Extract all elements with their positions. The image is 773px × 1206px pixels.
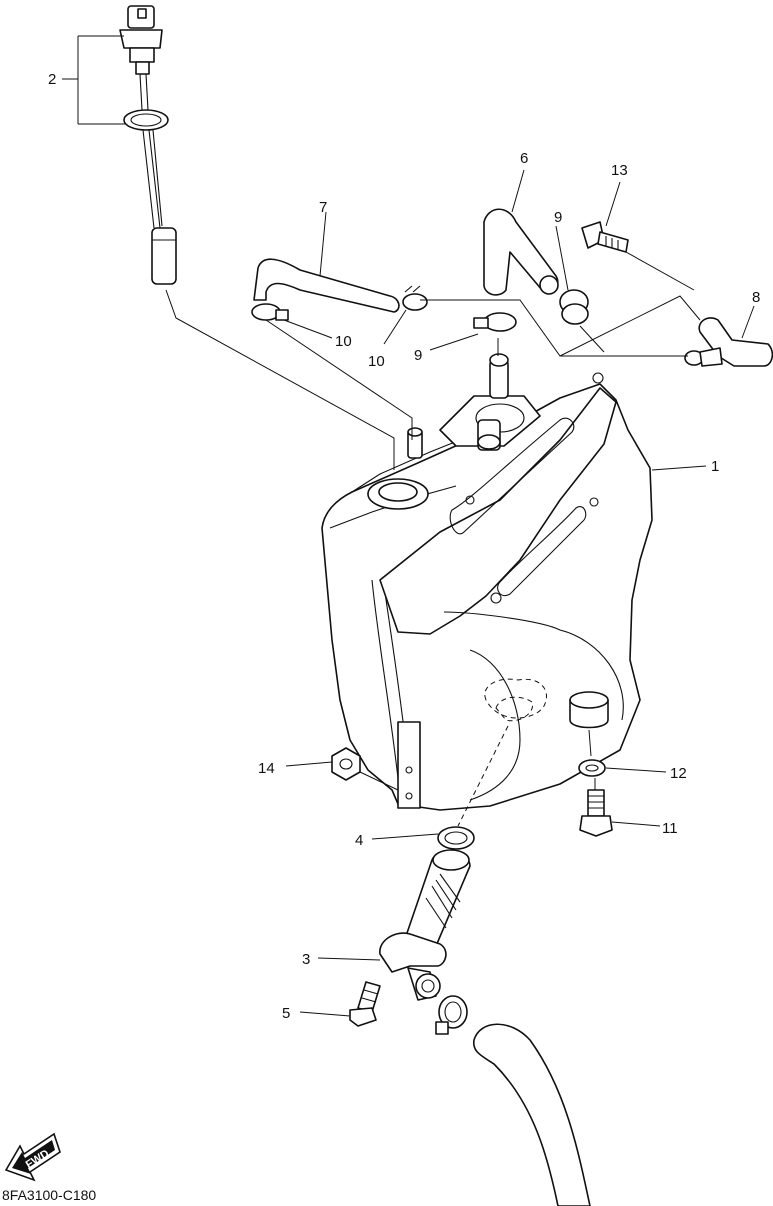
callout-4: 4 <box>355 832 363 849</box>
o-ring-4 <box>437 826 475 850</box>
bolt-5 <box>349 981 381 1027</box>
connection-lines <box>165 251 701 827</box>
bolt-11 <box>579 789 613 837</box>
hose-clip-10-left <box>251 303 289 321</box>
hose-clip-10-right <box>402 285 428 311</box>
drawing-code: 8FA3100-C180 <box>2 1187 96 1203</box>
hose-clip-9-lower <box>473 312 517 332</box>
breather-hose-6 <box>483 208 559 296</box>
callout-5: 5 <box>282 1005 290 1022</box>
hose-joint-8 <box>684 317 773 367</box>
breather-hose <box>253 258 400 313</box>
callout-11: 11 <box>662 820 678 837</box>
nut-14 <box>331 747 361 781</box>
callout-13: 13 <box>611 162 628 179</box>
callout-2: 2 <box>48 71 56 88</box>
callout-8: 8 <box>752 289 760 306</box>
oil-tank <box>321 353 653 811</box>
hose-clamp <box>435 995 468 1035</box>
bolt-13 <box>581 221 629 253</box>
callout-12: 12 <box>670 765 687 782</box>
callout-10-right: 10 <box>368 353 385 370</box>
callout-1: 1 <box>711 458 719 475</box>
oil-outlet-hose <box>472 1023 591 1206</box>
callouts: 1 2 3 4 5 6 7 8 9 9 10 10 11 12 13 14 <box>48 71 760 1022</box>
callout-10-left: 10 <box>335 333 352 350</box>
callout-9-upper: 9 <box>554 209 562 226</box>
fwd-arrow-icon: FWD <box>4 1132 61 1182</box>
oil-strainer-3 <box>379 849 471 1001</box>
oil-level-sensor <box>119 5 177 285</box>
hose-clip-9-upper <box>559 289 589 325</box>
callout-7: 7 <box>319 199 327 216</box>
callout-3: 3 <box>302 951 310 968</box>
washer-12 <box>578 759 606 777</box>
callout-9-lower: 9 <box>414 347 422 364</box>
callout-14: 14 <box>258 760 275 777</box>
leader-lines <box>62 35 755 1017</box>
callout-6: 6 <box>520 150 528 167</box>
